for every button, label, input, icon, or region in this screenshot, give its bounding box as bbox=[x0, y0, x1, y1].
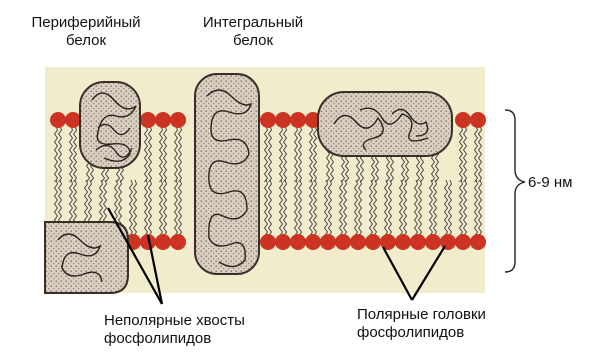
thickness-brace bbox=[505, 110, 525, 272]
label-integral-protein: Интегральный белок bbox=[178, 14, 328, 50]
lipid-head bbox=[170, 234, 186, 250]
label-polar-heads: Полярные головки фосфолипидов bbox=[357, 306, 486, 342]
lipid-head bbox=[335, 234, 351, 250]
lipid-head bbox=[155, 112, 171, 128]
lipid-head bbox=[290, 234, 306, 250]
label-polar-heads-line2: фосфолипидов bbox=[357, 324, 486, 342]
label-integral-protein-line2: белок bbox=[178, 32, 328, 50]
label-nonpolar-tails-line1: Неполярные хвосты bbox=[104, 312, 245, 330]
label-thickness: 6-9 нм bbox=[528, 174, 572, 192]
lipid-head bbox=[455, 112, 471, 128]
label-integral-protein-line1: Интегральный bbox=[178, 14, 328, 32]
lipid-head bbox=[50, 112, 66, 128]
lipid-head bbox=[275, 112, 291, 128]
peripheral-protein bbox=[80, 82, 140, 168]
lipid-head bbox=[305, 234, 321, 250]
lipid-head bbox=[410, 234, 426, 250]
lipid-head bbox=[155, 234, 171, 250]
lipid-head bbox=[260, 112, 276, 128]
bottom-left-protein bbox=[45, 222, 128, 293]
lipid-head bbox=[395, 234, 411, 250]
label-peripheral-protein-line2: белок bbox=[6, 32, 166, 50]
surface-protein-right bbox=[318, 92, 452, 156]
lipid-head bbox=[365, 234, 381, 250]
label-peripheral-protein: Периферийный белок bbox=[6, 14, 166, 50]
lipid-head bbox=[440, 234, 456, 250]
label-nonpolar-tails: Неполярные хвосты фосфолипидов bbox=[104, 312, 245, 348]
lipid-head bbox=[140, 112, 156, 128]
lipid-head bbox=[425, 234, 441, 250]
lipid-head bbox=[260, 234, 276, 250]
lipid-head bbox=[470, 112, 486, 128]
lipid-head bbox=[170, 112, 186, 128]
label-nonpolar-tails-line2: фосфолипидов bbox=[104, 330, 245, 348]
lipid-head bbox=[470, 234, 486, 250]
lipid-head bbox=[275, 234, 291, 250]
lipid-head bbox=[290, 112, 306, 128]
lipid-head bbox=[65, 112, 81, 128]
lipid-head bbox=[455, 234, 471, 250]
integral-protein bbox=[195, 74, 259, 274]
label-peripheral-protein-line1: Периферийный bbox=[6, 14, 166, 32]
label-polar-heads-line1: Полярные головки bbox=[357, 306, 486, 324]
lipid-head bbox=[320, 234, 336, 250]
lipid-head bbox=[350, 234, 366, 250]
